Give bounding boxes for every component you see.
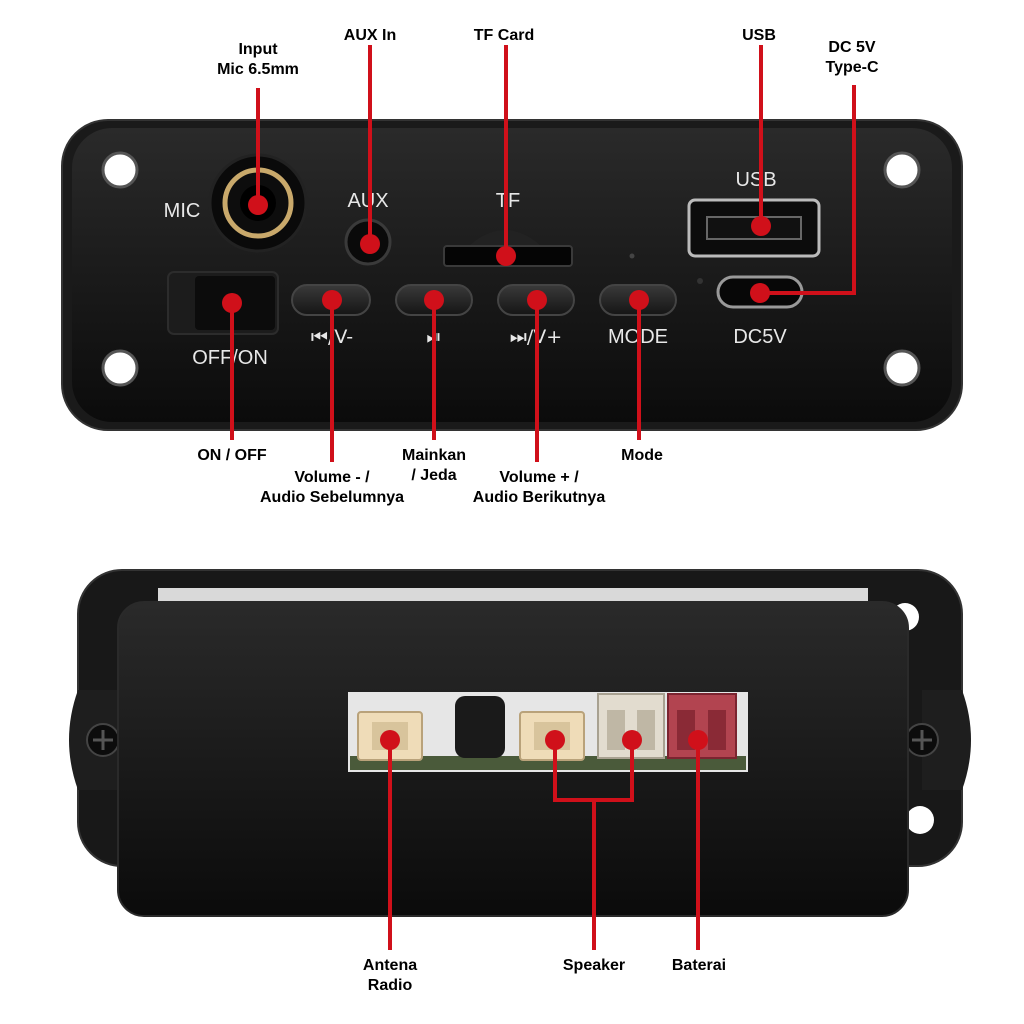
marker-dot <box>629 290 649 310</box>
marker-dot <box>248 195 268 215</box>
mount-hole <box>101 151 139 189</box>
terminal-slot <box>607 710 625 750</box>
marker-dot <box>545 730 565 750</box>
mount-hole <box>101 349 139 387</box>
callout-volume-up: Volume + / Audio Berikutnya <box>472 469 606 506</box>
marker-dot <box>322 290 342 310</box>
back-ear-right <box>922 690 971 790</box>
screw-slot <box>912 730 932 750</box>
callout-tf-card: TF Card <box>473 27 535 44</box>
callout-aux-in: AUX In <box>343 27 397 44</box>
callout-volume-down: Volume - / Audio Sebelumnya <box>259 469 405 506</box>
marker-dot <box>424 290 444 310</box>
panel-text-dc5v: DC5V <box>733 326 787 348</box>
marker-dot <box>222 293 242 313</box>
mount-hole <box>883 349 921 387</box>
callout-lines <box>230 45 856 950</box>
marker-dot <box>622 730 642 750</box>
pcb-edge <box>350 756 746 770</box>
callout-dc5v-typec: DC 5V Type-C <box>825 39 879 76</box>
callout-mode: Mode <box>621 447 663 464</box>
screw-slot <box>93 730 113 750</box>
callout-play-pause: Mainkan / Jeda <box>401 447 467 484</box>
callout-markers <box>222 195 771 750</box>
marker-dot <box>527 290 547 310</box>
led-indicator <box>697 278 703 284</box>
callout-on-off: ON / OFF <box>197 447 267 464</box>
callout-speaker: Speaker <box>562 957 626 974</box>
panel-text-usb: USB <box>735 169 776 191</box>
marker-dot <box>688 730 708 750</box>
panel-text-mic: MIC <box>164 200 201 222</box>
led-indicator <box>629 253 635 259</box>
terminal-slot <box>708 710 726 750</box>
marker-dot <box>380 730 400 750</box>
mount-hole <box>883 151 921 189</box>
leader-dc5v <box>760 85 856 295</box>
callout-battery: Baterai <box>671 957 727 974</box>
callout-input-mic: Input Mic 6.5mm <box>217 41 299 78</box>
marker-dot <box>496 246 516 266</box>
mount-hole <box>906 806 934 834</box>
marker-dot <box>750 283 770 303</box>
marker-dot <box>751 216 771 236</box>
capacitor <box>455 696 505 758</box>
callout-usb: USB <box>742 27 776 44</box>
back-panel <box>69 569 971 917</box>
front-panel: MIC AUX TF USB OFF/ON ⏮/V- ⏯ ⏭/V+ MODE D… <box>61 119 963 431</box>
marker-dot <box>360 234 380 254</box>
callout-antenna: Antena Radio <box>362 957 418 994</box>
